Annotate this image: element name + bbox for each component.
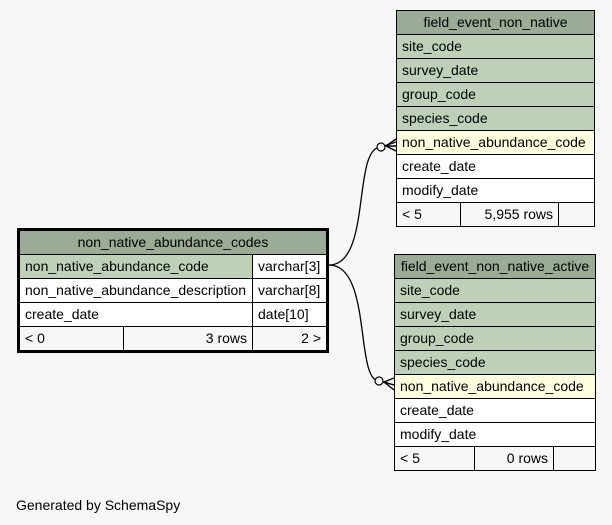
column-name: create_date [18,302,253,327]
column-name: non_native_abundance_code [18,254,253,279]
child-count [558,202,595,227]
child-count [553,446,596,471]
column-name: create_date [396,154,595,179]
table-non-native-abundance-codes[interactable]: non_native_abundance_codes non_native_ab… [17,228,329,353]
table-field-event-non-native-active[interactable]: field_event_non_native_active site_code … [394,254,596,471]
column-name: survey_date [396,58,595,83]
table-footer: < 0 3 rows 2 > [18,326,328,352]
generated-by-label: Generated by SchemaSpy [16,497,181,513]
column-name: group_code [396,82,595,107]
column-type: varchar[8] [252,278,328,303]
table-row[interactable]: non_native_abundance_code [394,374,596,399]
child-count[interactable]: 2 > [252,326,328,352]
column-name: create_date [394,398,596,423]
table-row[interactable]: modify_date [396,178,595,203]
column-name: non_native_abundance_description [18,278,253,303]
table-row[interactable]: create_date [396,154,595,179]
table-title: field_event_non_native_active [394,254,596,279]
table-field-event-non-native[interactable]: field_event_non_native site_code survey_… [396,10,595,227]
table-row[interactable]: group_code [396,82,595,107]
table-row[interactable]: survey_date [396,58,595,83]
column-type: varchar[3] [252,254,328,279]
column-name: group_code [394,326,596,351]
table-title: field_event_non_native [396,10,595,35]
row-count: 5,955 rows [460,202,559,227]
column-name: non_native_abundance_code [396,130,595,155]
crowfoot-marker [383,377,395,391]
table-title: non_native_abundance_codes [18,229,328,255]
column-name: modify_date [396,178,595,203]
column-type: date[10] [252,302,328,327]
table-row[interactable]: modify_date [394,422,596,447]
column-name: species_code [394,350,596,375]
edge-end-circle [376,142,386,152]
table-row[interactable]: non_native_abundance_description varchar… [18,278,328,303]
table-row[interactable]: species_code [396,106,595,131]
column-name: site_code [396,34,595,59]
table-row[interactable]: site_code [396,34,595,59]
edge-end-circle [374,376,384,386]
crowfoot-marker [385,138,397,152]
column-name: site_code [394,278,596,303]
edge-to-field-event-non-native-active [328,264,395,386]
parent-count[interactable]: < 5 [394,446,475,471]
table-row[interactable]: non_native_abundance_code [396,130,595,155]
column-name: non_native_abundance_code [394,374,596,399]
row-count: 0 rows [474,446,554,471]
parent-count[interactable]: < 5 [396,202,461,227]
table-row[interactable]: non_native_abundance_code varchar[3] [18,254,328,279]
table-row[interactable]: species_code [394,350,596,375]
table-footer: < 5 0 rows [394,446,596,471]
table-row[interactable]: survey_date [394,302,596,327]
table-row[interactable]: create_date [394,398,596,423]
table-row[interactable]: group_code [394,326,596,351]
parent-count[interactable]: < 0 [18,326,124,352]
table-footer: < 5 5,955 rows [396,202,595,227]
column-name: survey_date [394,302,596,327]
column-name: species_code [396,106,595,131]
row-count: 3 rows [123,326,253,352]
table-row[interactable]: site_code [394,278,596,303]
column-name: modify_date [394,422,596,447]
table-row[interactable]: create_date date[10] [18,302,328,327]
edge-to-field-event-non-native [328,141,397,266]
